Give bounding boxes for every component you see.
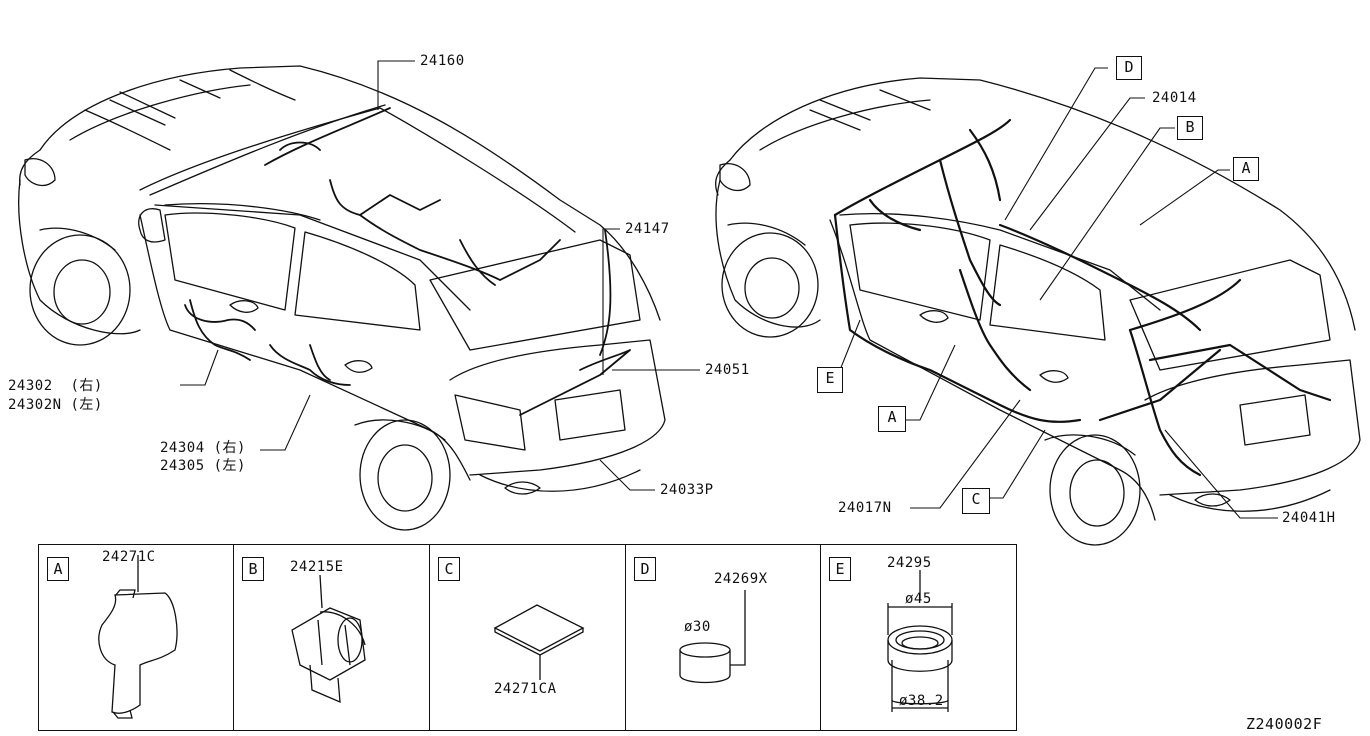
- right-vehicle-harness: [833, 118, 1332, 477]
- leader-lines: [180, 60, 1278, 519]
- detail-panel-b: B 24215E: [233, 544, 430, 731]
- callout-24160: 24160: [420, 53, 465, 69]
- panel-part-24215E: 24215E: [290, 559, 344, 575]
- panel-part-24295: 24295: [887, 555, 932, 571]
- callout-24051: 24051: [705, 362, 750, 378]
- callout-24041H: 24041H: [1282, 510, 1336, 526]
- detail-panel-e: E 24295 ø45 ø38.2: [820, 544, 1017, 731]
- ref-box-c: C: [962, 488, 990, 514]
- ref-box-b: B: [1177, 116, 1203, 140]
- panel-letter-c: C: [438, 557, 460, 581]
- callout-24302N: 24302N (左): [8, 397, 103, 413]
- callout-24033P: 24033P: [660, 482, 714, 498]
- detail-panel-d: D 24269X ø30: [625, 544, 821, 731]
- ref-box-d: D: [1116, 56, 1142, 80]
- callout-24304: 24304 (右): [160, 440, 246, 456]
- panel-part-24271C: 24271C: [102, 549, 156, 565]
- panel-letter-d: D: [634, 557, 656, 581]
- left-vehicle-harness: [184, 107, 631, 416]
- panel-dim-30: ø30: [684, 619, 711, 635]
- ref-box-a-right: A: [1233, 157, 1259, 181]
- callout-24305: 24305 (左): [160, 458, 246, 474]
- panel-dim-38-2: ø38.2: [899, 693, 944, 709]
- ref-box-e: E: [817, 367, 843, 393]
- panel-letter-a: A: [47, 557, 69, 581]
- ref-box-a-mid: A: [878, 406, 906, 432]
- callout-24014: 24014: [1152, 90, 1197, 106]
- panel-letter-e: E: [829, 557, 851, 581]
- callout-24302: 24302 (右): [8, 378, 103, 394]
- detail-illustrations: [98, 555, 953, 719]
- right-vehicle-body: [715, 77, 1361, 546]
- detail-panel-c: C 24271CA: [429, 544, 626, 731]
- panel-part-24269X: 24269X: [714, 571, 768, 587]
- callout-24147: 24147: [625, 221, 670, 237]
- callout-24017N: 24017N: [838, 500, 892, 516]
- diagram-code: Z240002F: [1246, 715, 1323, 733]
- panel-letter-b: B: [242, 557, 264, 581]
- panel-part-24271CA: 24271CA: [494, 681, 557, 697]
- detail-panel-a: A 24271C: [38, 544, 234, 731]
- left-vehicle-body: [18, 65, 666, 531]
- panel-dim-45: ø45: [905, 591, 932, 607]
